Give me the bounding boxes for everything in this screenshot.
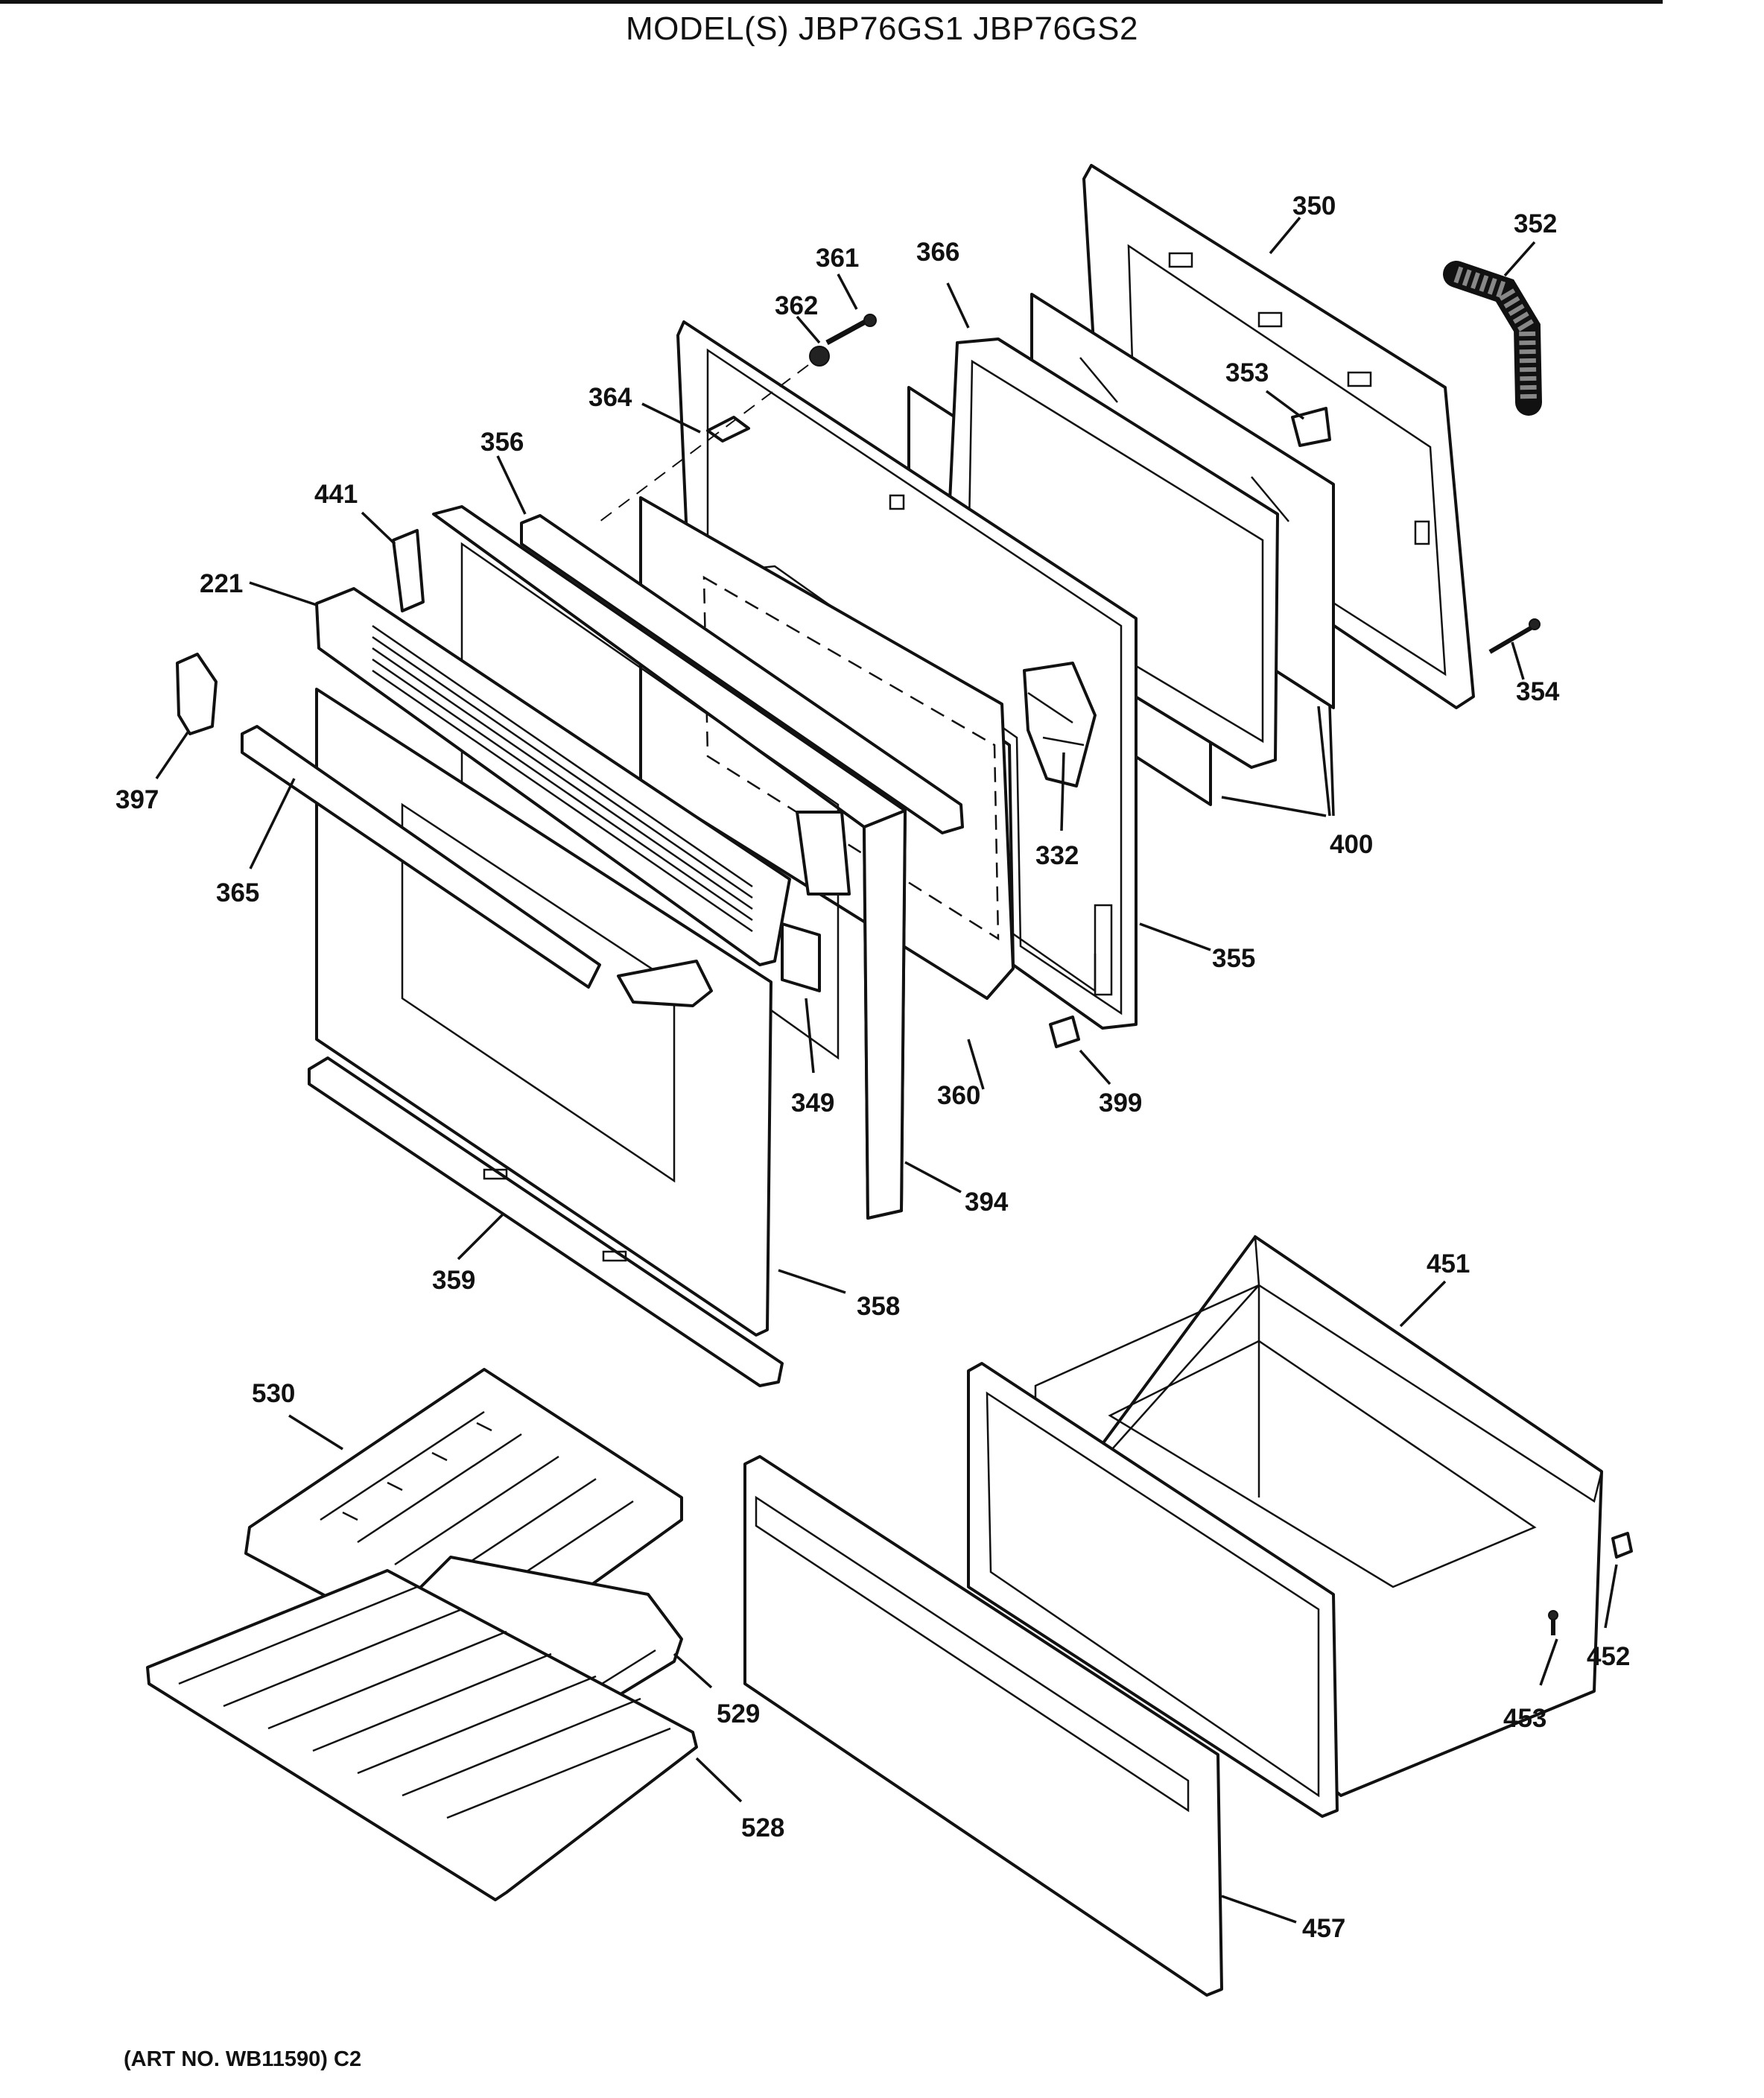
callout-332: 332 [1035, 841, 1079, 870]
callout-366: 366 [916, 238, 959, 267]
callout-221: 221 [200, 569, 243, 598]
clip-452 [1611, 1532, 1633, 1559]
pin-453 [1548, 1610, 1558, 1635]
door-liner-frame-355 [676, 320, 1138, 1030]
hinge-plate [796, 811, 851, 896]
callout-labels: 350 352 361 366 362 353 364 356 441 221 … [115, 191, 1630, 1943]
callout-354: 354 [1516, 677, 1560, 706]
callout-360: 360 [937, 1081, 980, 1110]
screw-361 [825, 314, 877, 346]
drawer-side-panel [967, 1362, 1339, 1818]
callout-364: 364 [588, 383, 632, 412]
bottom-trim-359 [308, 1056, 784, 1387]
top-rule [0, 0, 1663, 4]
screw-354 [1488, 618, 1541, 654]
callout-400: 400 [1330, 830, 1373, 859]
callout-349: 349 [791, 1088, 834, 1118]
callout-352: 352 [1514, 209, 1557, 238]
trim-394 [432, 505, 907, 1220]
callout-358: 358 [857, 1292, 900, 1321]
callout-399: 399 [1099, 1088, 1142, 1118]
callout-359: 359 [432, 1266, 475, 1295]
bracket-364 [706, 416, 750, 443]
callout-441: 441 [314, 480, 358, 509]
block-399 [1049, 1015, 1080, 1048]
page-title: MODEL(S) JBP76GS1 JBP76GS2 [626, 10, 1138, 47]
callout-361: 361 [816, 244, 859, 273]
plate-349 [781, 922, 821, 992]
callout-530: 530 [252, 1379, 295, 1408]
callout-528: 528 [741, 1813, 784, 1842]
callout-394: 394 [965, 1188, 1009, 1217]
oven-rack-528 [146, 1569, 698, 1901]
bracket-441 [392, 529, 425, 612]
callout-451: 451 [1427, 1249, 1470, 1278]
insulation-332 [1023, 662, 1097, 787]
callout-457: 457 [1302, 1914, 1345, 1943]
art-number-footer: (ART NO. WB11590) C2 [124, 2047, 362, 2071]
callout-362: 362 [775, 291, 818, 320]
callout-453: 453 [1503, 1704, 1546, 1733]
leader-lines [155, 216, 1618, 1924]
end-cap-397 [176, 653, 218, 735]
callout-529: 529 [717, 1699, 760, 1728]
channel-356 [520, 514, 964, 834]
callout-397: 397 [115, 785, 159, 814]
drawer-front-457 [743, 1455, 1223, 1997]
handle-365 [241, 725, 601, 989]
nut-362 [809, 346, 830, 367]
callout-365: 365 [216, 878, 259, 907]
callout-355: 355 [1212, 944, 1255, 973]
vent-panel-221 [315, 587, 791, 966]
gasket-352 [1443, 261, 1542, 416]
callout-452: 452 [1587, 1642, 1630, 1671]
callout-353: 353 [1225, 358, 1269, 387]
callout-350: 350 [1292, 191, 1336, 221]
callout-356: 356 [480, 428, 524, 457]
